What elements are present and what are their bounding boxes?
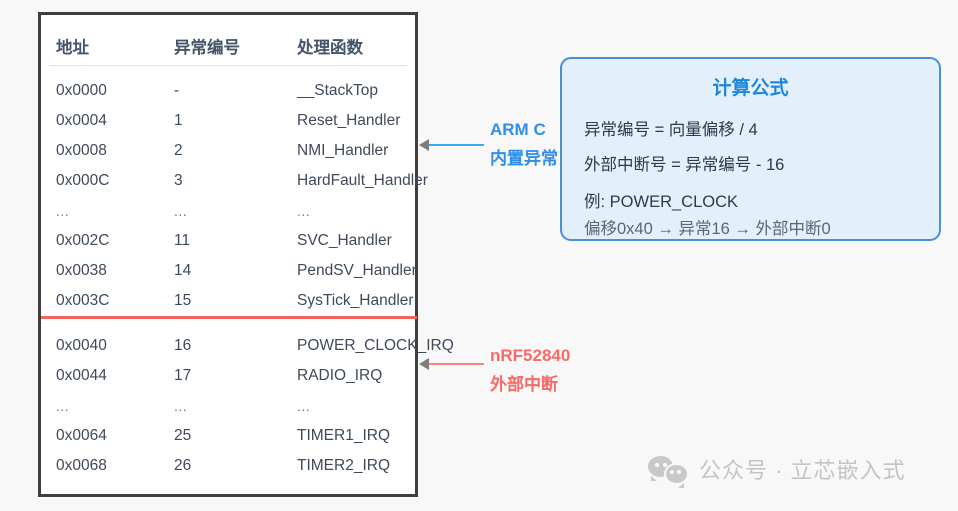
table-row-ellipsis: ... ... ... — [41, 196, 415, 226]
cell-address: ... — [56, 203, 70, 219]
cell-address: 0x000C — [56, 172, 110, 189]
formula-box: 计算公式 异常编号 = 向量偏移 / 4 外部中断号 = 异常编号 - 16 例… — [560, 57, 941, 241]
formula-box-title: 计算公式 — [712, 78, 789, 99]
cell-address: 0x002C — [56, 232, 110, 249]
cell-handler: TIMER1_IRQ — [297, 427, 391, 444]
cell-number: 17 — [174, 367, 192, 384]
table-row: 0x0000 - __StackTop — [41, 76, 415, 106]
cell-handler: RADIO_IRQ — [297, 367, 383, 384]
cell-handler: ... — [297, 398, 311, 414]
formula-example-detail: 偏移0x40 → 异常16 → 外部中断0 — [584, 220, 831, 238]
external-interrupt-arrow-icon — [419, 358, 484, 370]
table-row: 0x0064 25 TIMER1_IRQ — [41, 421, 415, 451]
table-row: 0x0068 26 TIMER2_IRQ — [41, 451, 415, 481]
table-row: 0x0004 1 Reset_Handler — [41, 106, 415, 136]
cell-handler: SysTick_Handler — [297, 292, 414, 309]
table-row: 0x0038 14 PendSV_Handler — [41, 256, 417, 286]
annotation-external-interrupts: nRF52840 外部中断 — [490, 341, 570, 399]
cell-number: 2 — [174, 142, 183, 159]
annotation-external-line2: 外部中断 — [490, 375, 558, 394]
wechat-dot — [670, 470, 674, 474]
cell-handler: HardFault_Handler — [297, 172, 428, 189]
wechat-dot — [663, 463, 667, 467]
cell-number: 3 — [174, 172, 183, 189]
wechat-icon — [648, 454, 689, 488]
builtin-external-divider — [41, 316, 417, 319]
cell-number: ... — [174, 398, 188, 414]
cell-number: - — [174, 82, 180, 99]
cell-handler: ... — [297, 203, 311, 219]
header-separator — [49, 65, 407, 66]
cell-handler: __StackTop — [297, 82, 378, 99]
wechat-bubble-small — [664, 463, 689, 488]
cell-handler: TIMER2_IRQ — [297, 457, 391, 474]
cell-address: 0x0068 — [56, 457, 107, 474]
column-header-exception-number: 异常编号 — [174, 39, 240, 57]
cell-number: 11 — [174, 232, 191, 249]
cell-address: 0x0008 — [56, 142, 107, 159]
cell-number: 1 — [174, 112, 183, 129]
formula-example-label: 例: POWER_CLOCK — [584, 193, 739, 211]
annotation-external-line1: nRF52840 — [490, 346, 571, 365]
wechat-dot — [677, 470, 681, 474]
annotation-builtin-line2: 内置异常 — [490, 149, 558, 168]
table-row: 0x000C 3 HardFault_Handler — [41, 166, 428, 196]
cell-number: 25 — [174, 427, 192, 444]
cell-address: ... — [56, 398, 70, 414]
cell-handler: Reset_Handler — [297, 112, 401, 129]
cell-number: 26 — [174, 457, 192, 474]
cell-address: 0x0040 — [56, 337, 107, 354]
cell-address: 0x0004 — [56, 112, 107, 129]
arrow-shaft — [429, 363, 484, 365]
builtin-exception-arrow-icon — [419, 139, 484, 151]
table-header-row: 地址 异常编号 处理函数 — [41, 31, 415, 61]
cell-handler: NMI_Handler — [297, 142, 389, 159]
cell-address: 0x0064 — [56, 427, 107, 444]
table-row: 0x0008 2 NMI_Handler — [41, 136, 415, 166]
vector-table: 地址 异常编号 处理函数 0x0000 - __StackTop 0x0004 … — [38, 12, 454, 497]
table-row: 0x002C 11 SVC_Handler — [41, 226, 415, 256]
cell-number: 14 — [174, 262, 192, 279]
annotation-builtin-line1: ARM C — [490, 120, 546, 139]
cell-handler: SVC_Handler — [297, 232, 392, 249]
column-header-handler: 处理函数 — [297, 39, 363, 57]
wechat-dot — [655, 463, 659, 467]
cell-number: 16 — [174, 337, 192, 354]
arrow-head-icon — [419, 358, 429, 370]
column-header-address: 地址 — [56, 39, 89, 57]
annotation-builtin-exceptions: ARM C 内置异常 — [490, 115, 558, 173]
cell-address: 0x003C — [56, 292, 110, 309]
cell-address: 0x0038 — [56, 262, 107, 279]
cell-number: 15 — [174, 292, 192, 309]
arrow-shaft — [429, 144, 484, 146]
table-row: 0x0040 16 POWER_CLOCK_IRQ — [41, 331, 454, 361]
table-row: 0x0044 17 RADIO_IRQ — [41, 361, 415, 391]
watermark-text: 公众号 · 立芯嵌入式 — [699, 458, 906, 483]
table-row: 0x003C 15 SysTick_Handler — [41, 286, 415, 316]
formula-line-external-irq-number: 外部中断号 = 异常编号 - 16 — [584, 156, 785, 174]
arrow-head-icon — [419, 139, 429, 151]
cell-address: 0x0044 — [56, 367, 107, 384]
cell-address: 0x0000 — [56, 82, 107, 99]
formula-line-exception-number: 异常编号 = 向量偏移 / 4 — [584, 121, 758, 139]
watermark: 公众号 · 立芯嵌入式 — [648, 453, 906, 488]
cell-handler: POWER_CLOCK_IRQ — [297, 337, 454, 354]
cell-number: ... — [174, 203, 188, 219]
cell-handler: PendSV_Handler — [297, 262, 417, 279]
table-row-ellipsis: ... ... ... — [41, 391, 415, 421]
